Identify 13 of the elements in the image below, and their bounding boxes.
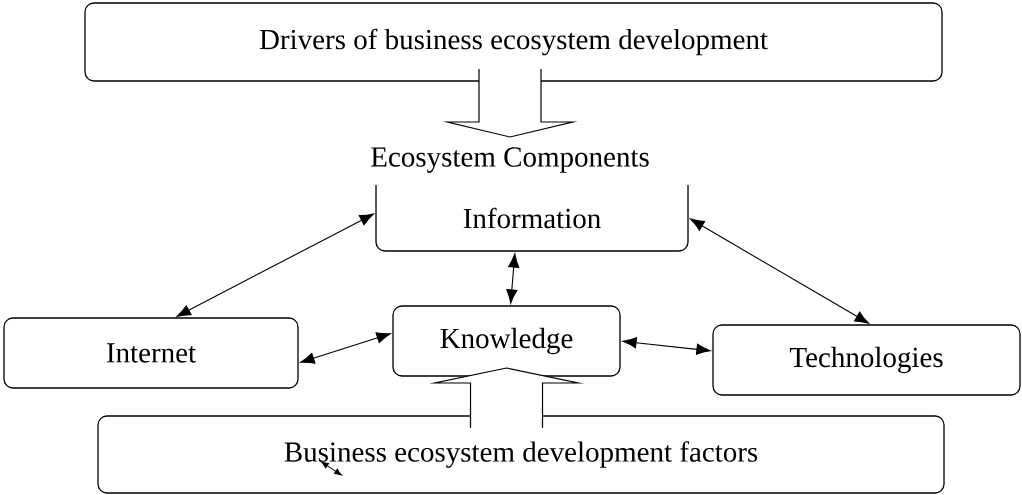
arrow bbox=[690, 218, 870, 324]
rounded-box: Technologies bbox=[712, 324, 1021, 396]
arrow bbox=[622, 337, 711, 355]
rounded-box: Internet bbox=[3, 317, 299, 389]
arrow bbox=[506, 253, 520, 304]
heading-text: Ecosystem Components bbox=[371, 147, 649, 173]
open-top-box: Information bbox=[375, 184, 689, 252]
arrow bbox=[176, 213, 374, 317]
rounded-box: Business ecosystem development factors bbox=[97, 415, 945, 494]
block-arrow bbox=[429, 367, 584, 429]
block-arrow bbox=[442, 68, 578, 138]
rounded-box: Drivers of business ecosystem development bbox=[84, 2, 943, 82]
arrow bbox=[300, 332, 391, 364]
